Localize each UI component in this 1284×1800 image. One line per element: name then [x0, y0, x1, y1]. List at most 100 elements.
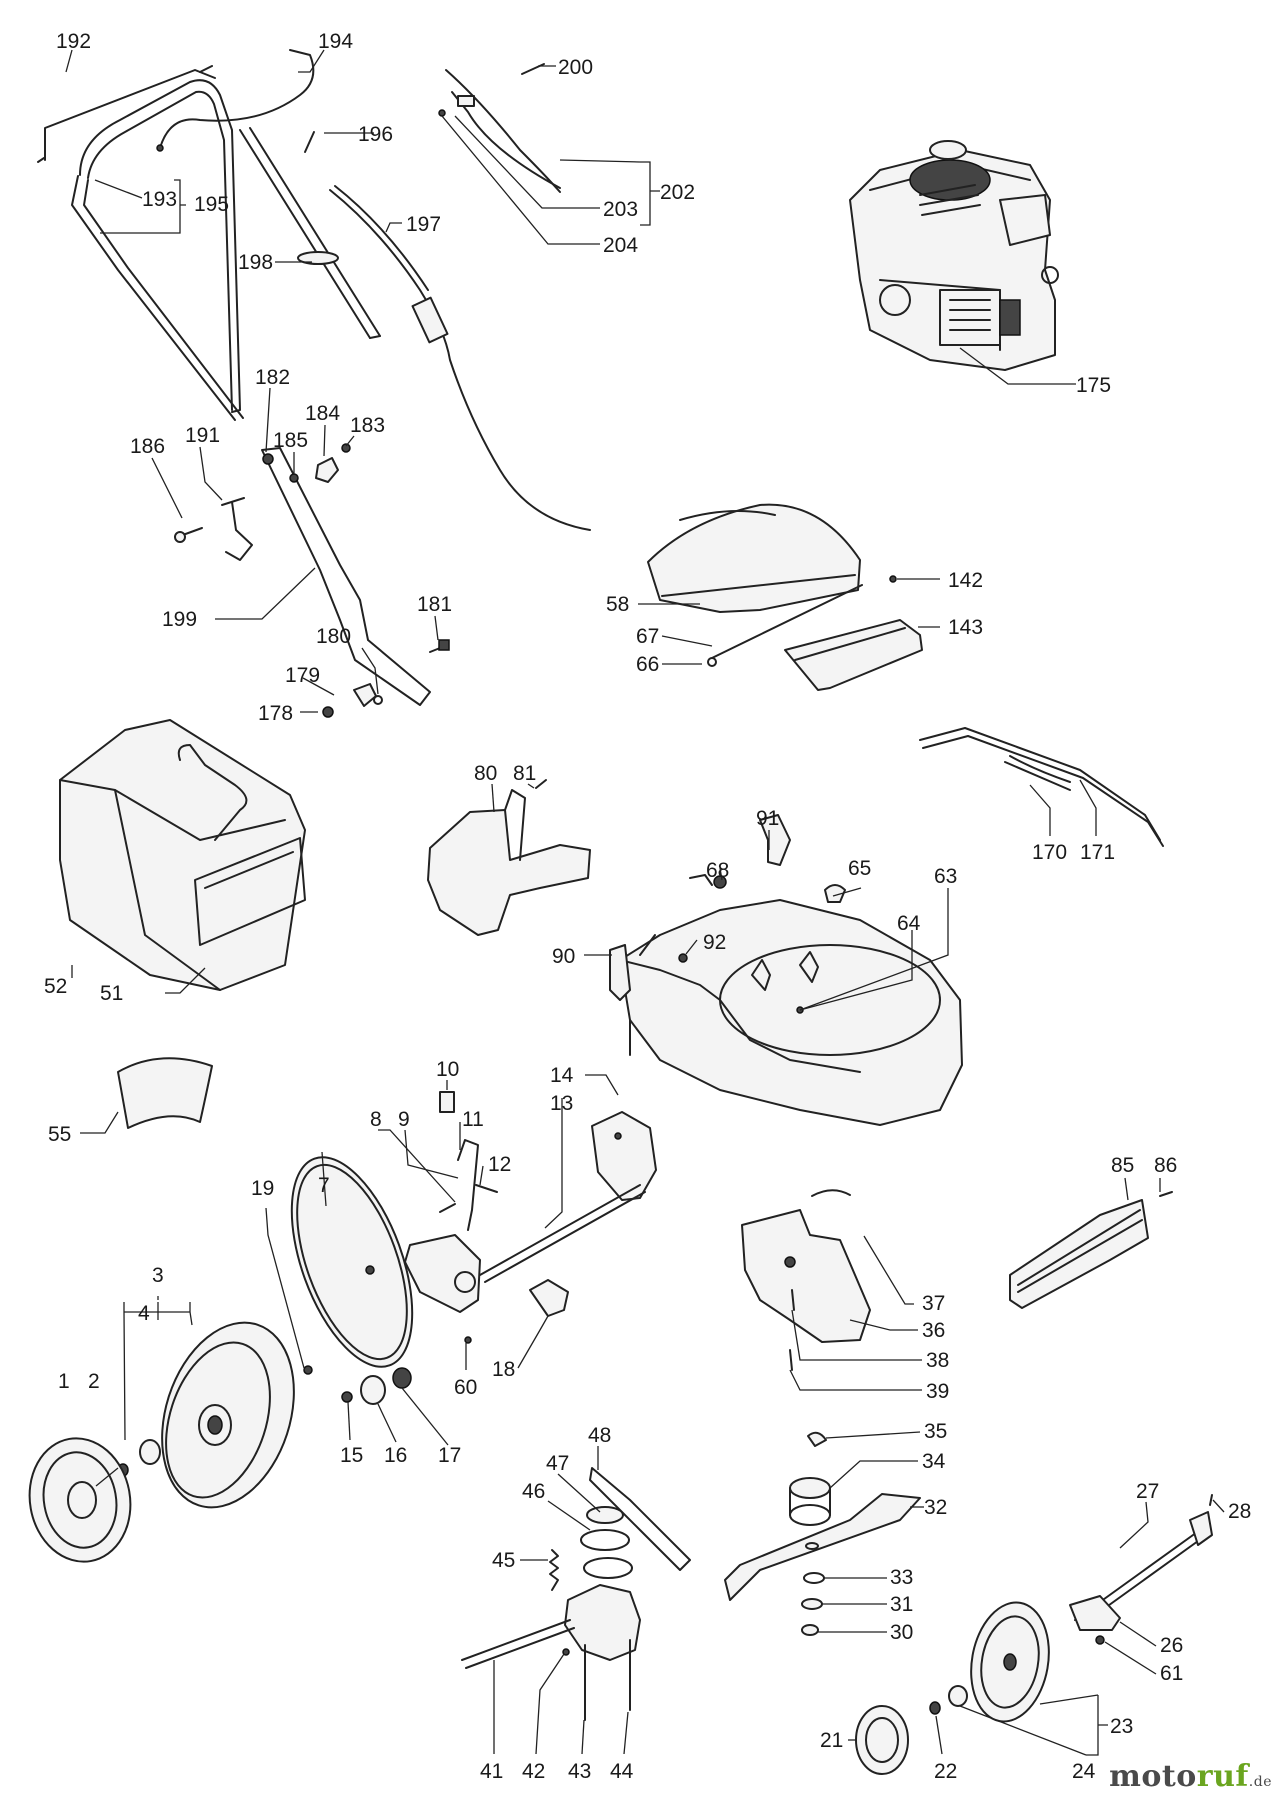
part-label-186: 186: [130, 435, 165, 458]
part-label-26: 26: [1160, 1634, 1183, 1657]
part-label-204: 204: [603, 234, 638, 257]
part-label-92: 92: [703, 931, 726, 954]
part-label-184: 184: [305, 402, 340, 425]
lower-knob-part: [322, 639, 450, 718]
lower-handle-part: [261, 447, 431, 706]
part-label-51: 51: [100, 982, 123, 1005]
part-label-35: 35: [924, 1420, 947, 1443]
rear-deflector-part: [647, 503, 861, 613]
part-label-60: 60: [454, 1376, 477, 1399]
part-label-22: 22: [934, 1760, 957, 1783]
part-label-36: 36: [922, 1319, 945, 1342]
engine-part: [849, 140, 1059, 371]
part-label-52: 52: [44, 975, 67, 998]
brand-logo: motoruf.de: [1109, 1759, 1272, 1794]
deflector-rod-part: [707, 584, 863, 667]
part-label-16: 16: [384, 1444, 407, 1467]
part-label-63: 63: [934, 865, 957, 888]
part-label-191: 191: [185, 424, 220, 447]
part-label-180: 180: [316, 625, 351, 648]
flap-part: [784, 575, 923, 691]
brand-accent: ruf: [1196, 1759, 1249, 1794]
part-label-178: 178: [258, 702, 293, 725]
part-label-37: 37: [922, 1292, 945, 1315]
part-label-61: 61: [1160, 1662, 1183, 1685]
part-label-203: 203: [603, 198, 638, 221]
part-label-65: 65: [848, 857, 871, 880]
bag-frame-part: [177, 744, 306, 946]
upper-handle-part: [37, 65, 244, 421]
mulch-insert-part: [1009, 1191, 1173, 1309]
part-label-193: 193: [142, 188, 177, 211]
front-axle-part: [404, 1111, 657, 1313]
height-lever-part: [439, 1091, 498, 1231]
part-label-19: 19: [251, 1177, 274, 1200]
wheel-bearing-part: [117, 1439, 161, 1477]
clip-part: [304, 63, 545, 153]
part-label-30: 30: [890, 1621, 913, 1644]
pulley-part: [580, 1506, 633, 1579]
baffle-part: [741, 1189, 871, 1371]
part-label-81: 81: [513, 762, 536, 785]
brand-main: moto: [1109, 1759, 1197, 1794]
blade-adapter-part: [789, 1431, 831, 1526]
part-label-31: 31: [890, 1593, 913, 1616]
part-label-18: 18: [492, 1358, 515, 1381]
part-label-55: 55: [48, 1123, 71, 1146]
leader-lines: [65, 49, 1225, 1756]
part-labels: 192 194 200 196 202 203 193 195 197 204 …: [44, 30, 1251, 1783]
part-label-28: 28: [1228, 1500, 1251, 1523]
part-label-41: 41: [480, 1760, 503, 1783]
pinion-part: [341, 1367, 412, 1405]
adjust-knob-part: [303, 1279, 569, 1375]
part-label-33: 33: [890, 1566, 913, 1589]
part-label-24: 24: [1072, 1760, 1096, 1783]
drive-belt-part: [589, 1467, 691, 1571]
part-label-197: 197: [406, 213, 441, 236]
part-label-21: 21: [820, 1729, 843, 1752]
rear-wheel-part: [161, 1321, 295, 1509]
part-label-198: 198: [238, 251, 273, 274]
front-wheel-part: [970, 1601, 1050, 1723]
part-label-17: 17: [438, 1444, 461, 1467]
part-label-2: 2: [88, 1370, 100, 1393]
part-label-1: 1: [58, 1370, 70, 1393]
part-label-179: 179: [285, 664, 320, 687]
part-label-202: 202: [660, 181, 695, 204]
part-label-10: 10: [436, 1058, 459, 1081]
part-label-42: 42: [522, 1760, 545, 1783]
deck-bracket-part: [609, 944, 688, 1001]
cable-202-part: [438, 69, 561, 193]
part-label-58: 58: [606, 593, 629, 616]
part-label-192: 192: [56, 30, 91, 53]
part-label-194: 194: [318, 30, 353, 53]
part-label-183: 183: [350, 414, 385, 437]
wheel-disc-part: [290, 1156, 414, 1368]
drive-cable-part: [329, 185, 591, 531]
part-label-80: 80: [474, 762, 497, 785]
drive-rod-part: [919, 727, 1164, 847]
part-label-27: 27: [1136, 1480, 1159, 1503]
deck-fittings-part: [689, 814, 846, 903]
part-label-171: 171: [1080, 841, 1115, 864]
grass-bag-part: [59, 719, 306, 991]
part-label-170: 170: [1032, 841, 1067, 864]
part-label-47: 47: [546, 1452, 569, 1475]
part-label-13: 13: [550, 1092, 573, 1115]
part-label-91: 91: [756, 807, 779, 830]
part-label-68: 68: [706, 859, 729, 882]
part-label-43: 43: [568, 1760, 591, 1783]
part-label-196: 196: [358, 123, 393, 146]
lever-part: [174, 497, 253, 561]
part-label-15: 15: [340, 1444, 363, 1467]
part-label-32: 32: [924, 1496, 947, 1519]
blade-part: [724, 1493, 921, 1601]
part-label-66: 66: [636, 653, 659, 676]
part-label-3: 3: [152, 1264, 164, 1287]
part-label-11: 11: [462, 1108, 484, 1131]
part-label-23: 23: [1110, 1715, 1133, 1738]
part-label-12: 12: [488, 1153, 511, 1176]
part-label-199: 199: [162, 608, 197, 631]
part-label-67: 67: [636, 625, 659, 648]
